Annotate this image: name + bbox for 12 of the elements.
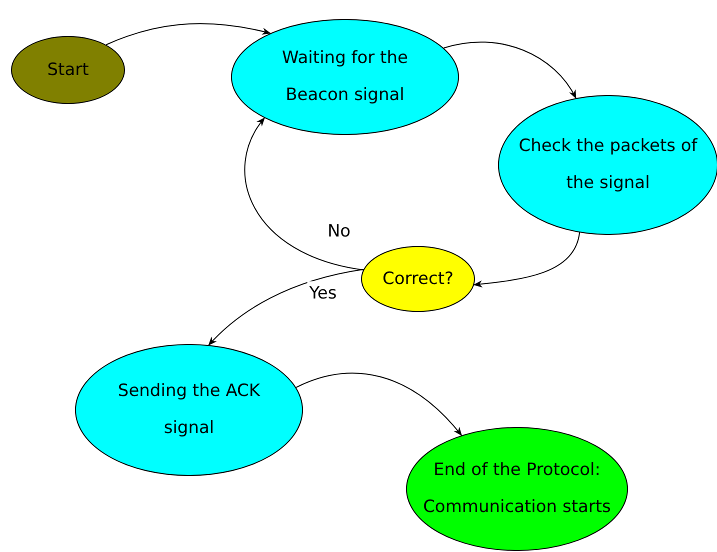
arrow [208,268,364,346]
node-label: Sending the ACK signal [116,380,262,440]
node-label: Waiting for the Beacon signal [281,47,409,107]
node-label: End of the Protocol: Communication starts [422,459,612,519]
arrow [443,42,576,99]
arrow [106,23,272,46]
arrow [244,117,364,270]
arrow [296,372,462,436]
arrow [473,232,580,288]
node-label: Start [47,58,89,82]
node-label: Check the packets of the signal [518,135,698,195]
node-label: Correct? [382,268,454,290]
